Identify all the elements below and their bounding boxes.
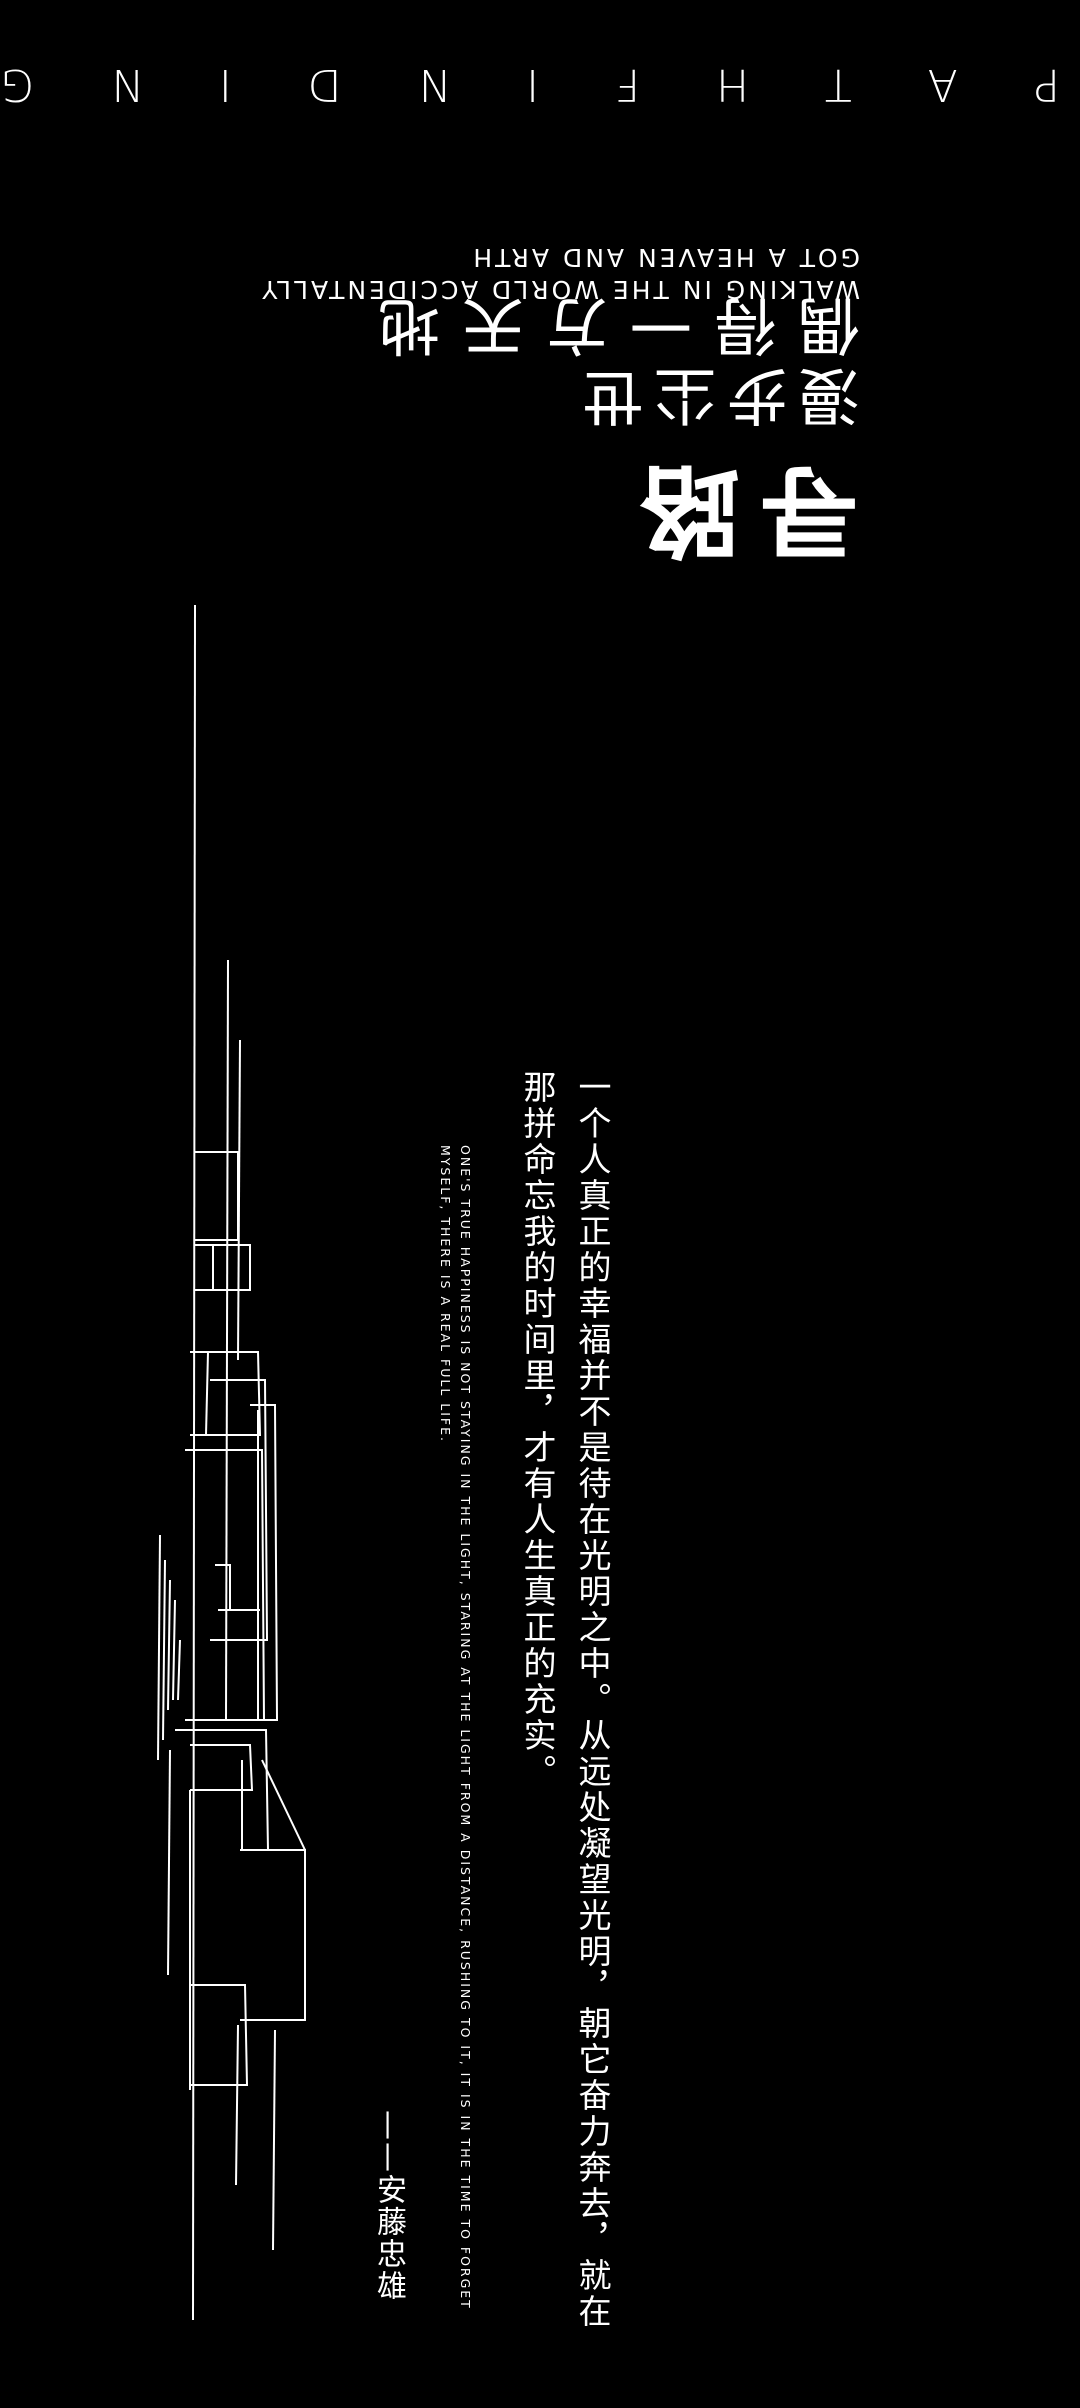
quote-author: ——安藤忠雄 bbox=[371, 2110, 406, 2302]
quote-english: ONE'S TRUE HAPPINESS IS NOT STAYING IN T… bbox=[438, 1145, 473, 2310]
quote-chinese: 一个人真正的幸福并不是待在光明之中。从远处凝望光明，朝它奋力奔去，就在那拼命忘我… bbox=[518, 1070, 612, 2330]
